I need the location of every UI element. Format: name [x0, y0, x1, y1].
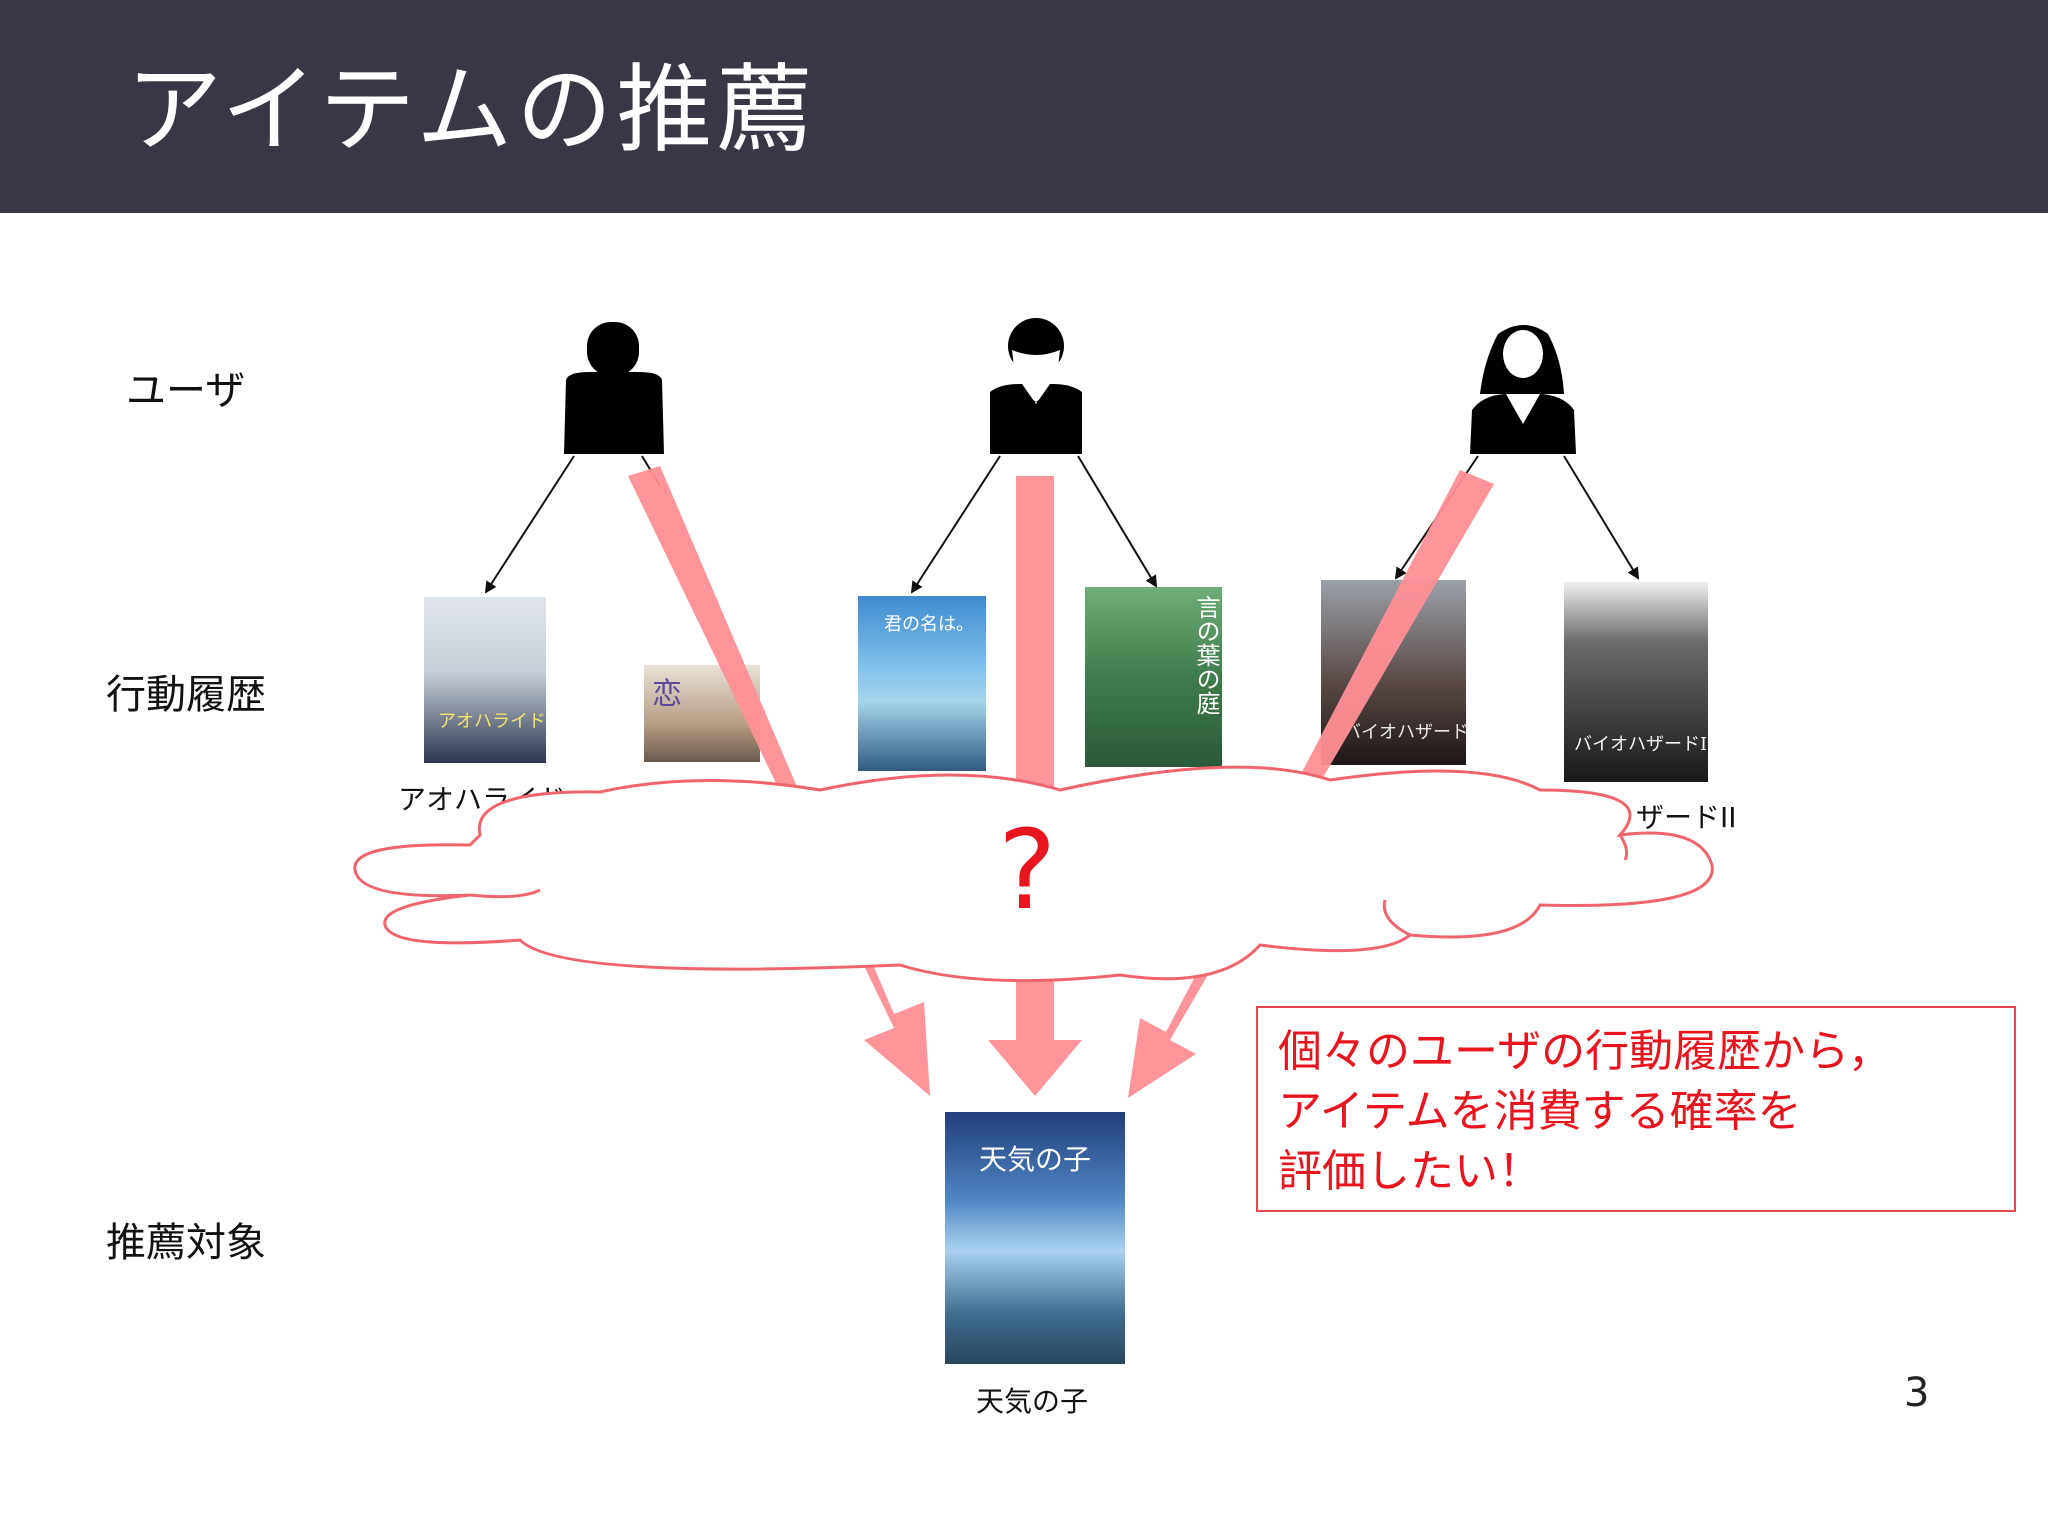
- goal-note: 個々のユーザの行動履歴から， アイテムを消費する確率を 評価したい！: [1256, 1006, 2016, 1212]
- poster-biohazard-2: バイオハザードII: [1564, 582, 1708, 782]
- note-line: 評価したい！: [1278, 1146, 1542, 1197]
- poster-tenki-no-ko: 天気の子: [945, 1112, 1125, 1364]
- poster-text: 君の名は。: [884, 614, 974, 635]
- title-bar: アイテムの推薦: [0, 0, 2048, 213]
- slide-title: アイテムの推薦: [126, 54, 817, 166]
- arrow-user2-to-history-2: [1077, 455, 1158, 588]
- poster-koi: 恋: [644, 665, 760, 762]
- history-arrows: [484, 455, 1640, 594]
- users-row-label: ユーザ: [126, 368, 246, 414]
- poster-kotonoha: 言の葉の庭: [1085, 587, 1222, 767]
- thick-arrow-user1: [628, 466, 930, 1096]
- target-row-label: 推薦対象: [106, 1220, 266, 1266]
- unknown-question-mark: ?: [998, 806, 1057, 934]
- note-line: アイテムを消費する確率を: [1278, 1086, 1802, 1137]
- caption-aoharaido: アオハライド: [398, 783, 567, 816]
- arrow-user3-to-history-2: [1563, 455, 1640, 580]
- poster-aoharaido: アオハライド: [424, 597, 546, 763]
- inference-arrows: [628, 466, 1494, 1098]
- history-row-label: 行動履歴: [106, 672, 266, 718]
- man-in-suit-icon: [990, 318, 1082, 454]
- caption-biohazard-2: ザードII: [1636, 801, 1737, 834]
- poster-biohazard: バイオハザード: [1321, 580, 1466, 765]
- arrow-user1-to-history-2: [641, 455, 661, 487]
- page-number: 3: [1904, 1370, 1930, 1416]
- poster-text: 言の葉の庭: [1192, 595, 1220, 715]
- poster-text: アオハライド: [438, 711, 546, 732]
- thick-arrow-user2: [988, 476, 1082, 1096]
- poster-kiminonawa: 君の名は。: [858, 596, 986, 771]
- poster-text: バイオハザードII: [1574, 734, 1708, 755]
- woman-icon: [1470, 325, 1576, 454]
- poster-text: 天気の子: [979, 1143, 1092, 1176]
- poster-text: バイオハザード: [1343, 722, 1466, 743]
- thick-arrow-user3: [1128, 470, 1494, 1098]
- person-icon: [564, 322, 664, 454]
- poster-text: 恋: [652, 677, 682, 712]
- arrow-user1-to-history: [484, 455, 575, 594]
- caption-tenki-no-ko: 天気の子: [976, 1385, 1089, 1418]
- arrow-user2-to-history: [910, 455, 1001, 594]
- note-line: 個々のユーザの行動履歴から，: [1278, 1026, 1892, 1077]
- arrow-user3-to-history: [1394, 455, 1479, 580]
